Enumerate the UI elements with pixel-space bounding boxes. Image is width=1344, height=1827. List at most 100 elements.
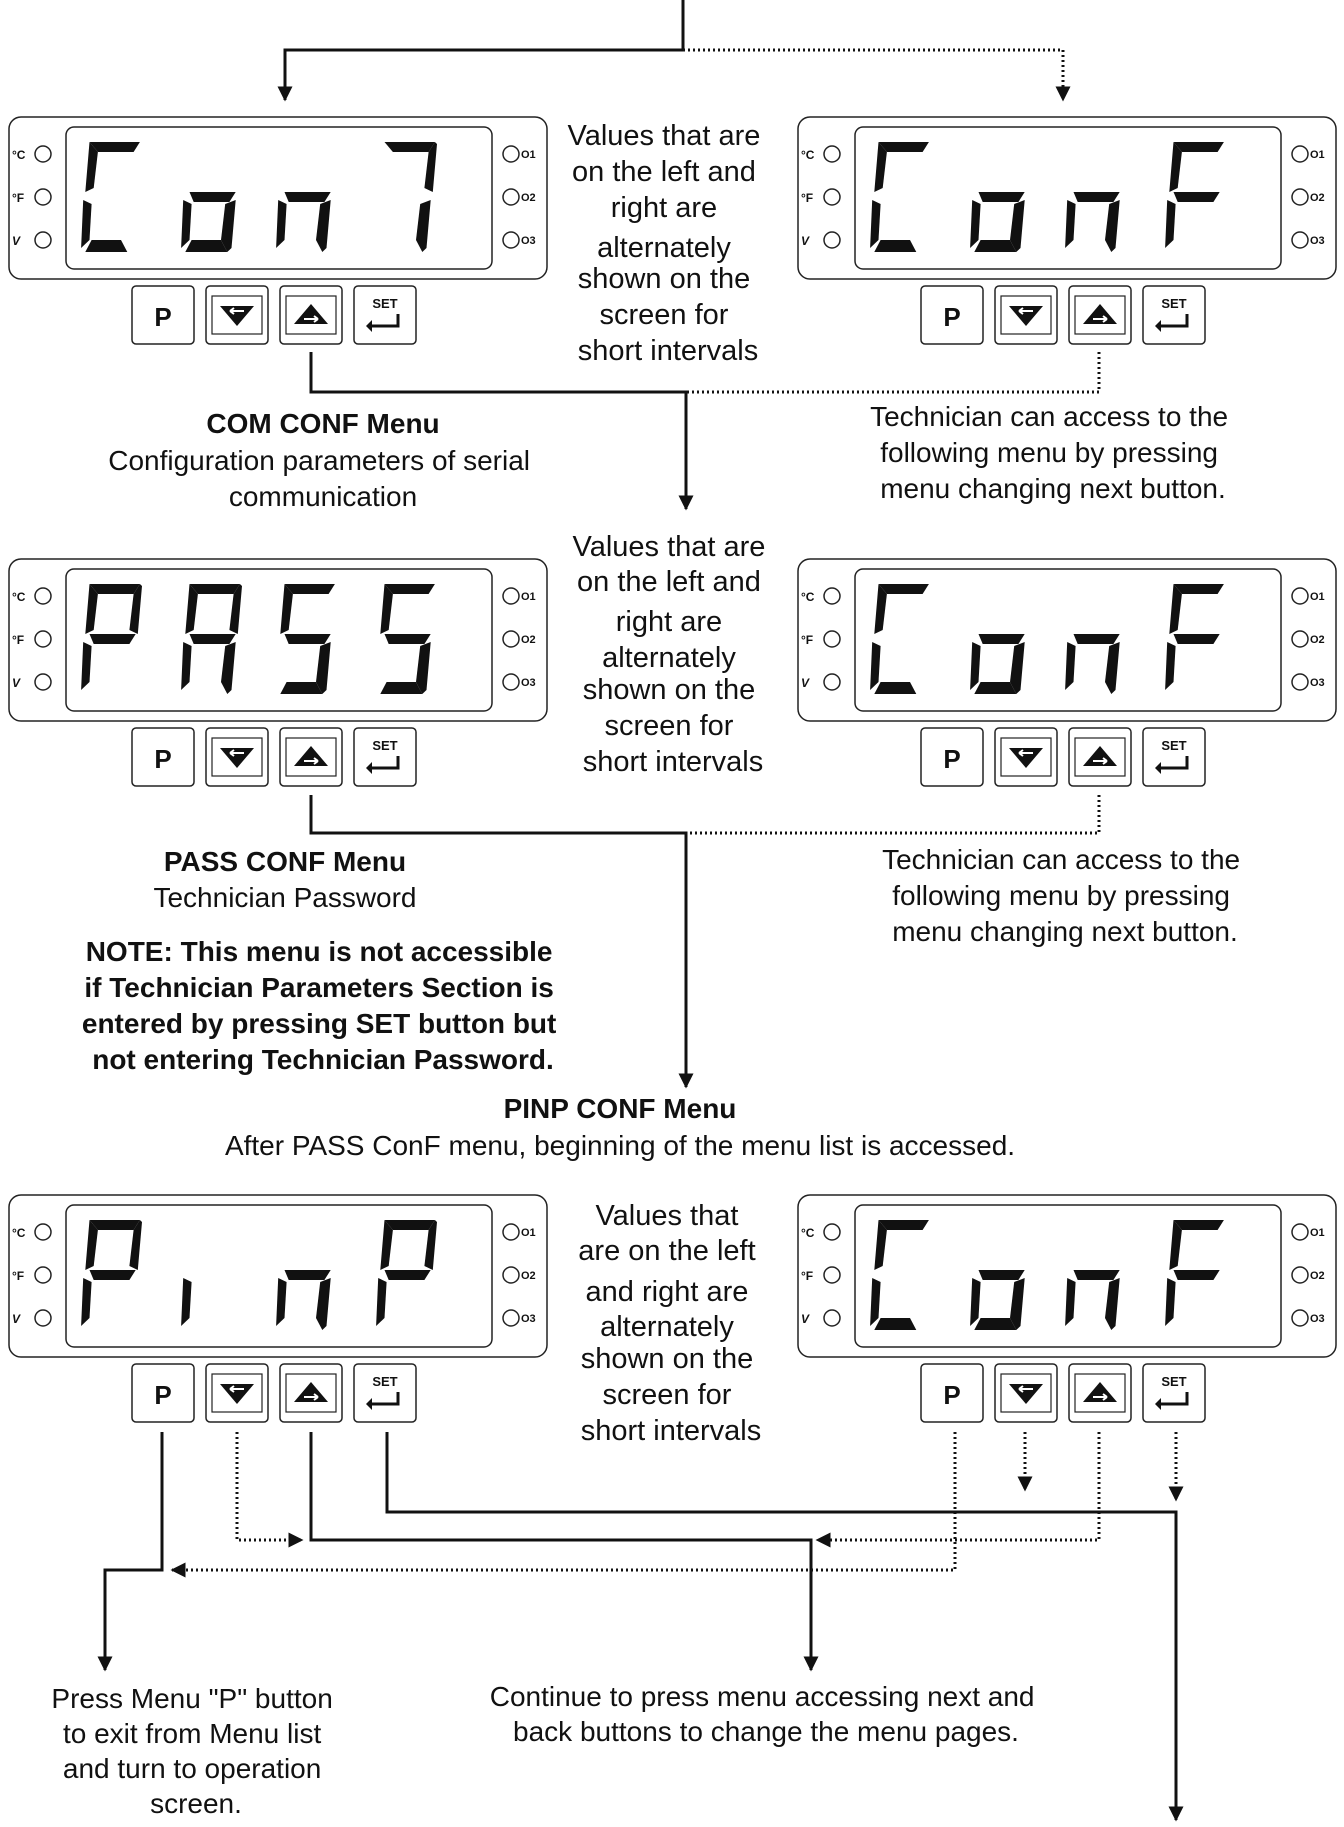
button-inner [1000, 737, 1052, 777]
down-button[interactable] [994, 285, 1058, 345]
up-button[interactable] [279, 727, 343, 787]
up-arrow-icon [1083, 746, 1117, 766]
digit-segment [1065, 200, 1076, 248]
display-digit [376, 1220, 437, 1326]
enter-arrowhead-icon [1155, 762, 1161, 774]
digit-segment [874, 240, 917, 252]
up-button[interactable] [1068, 727, 1132, 787]
next-arrow-icon [1093, 1393, 1108, 1401]
down-button[interactable] [205, 1363, 269, 1423]
unit-led [34, 1223, 52, 1241]
set-label: SET [1161, 1374, 1186, 1389]
down-button[interactable] [994, 727, 1058, 787]
display-digit [1065, 192, 1120, 252]
digit-segment [1073, 192, 1120, 202]
digit-segment [1165, 642, 1176, 690]
p-button[interactable]: P [920, 285, 984, 345]
digit-segment [89, 634, 136, 644]
display-digit [970, 1270, 1025, 1330]
digit-segment [380, 584, 393, 634]
down-button[interactable] [205, 285, 269, 345]
output-label: O2 [521, 192, 536, 204]
digit-segment [1010, 642, 1025, 694]
continue-note: Continue to press menu accessing next an… [490, 1681, 1043, 1747]
up-button[interactable] [279, 285, 343, 345]
set-button[interactable]: SET [1142, 1363, 1206, 1423]
down-button[interactable] [205, 727, 269, 787]
digit-segment [1173, 1220, 1224, 1230]
p-button[interactable]: P [920, 1363, 984, 1423]
up-button[interactable] [279, 1363, 343, 1423]
p-button[interactable]: P [131, 727, 195, 787]
set-button[interactable]: SET [353, 1363, 417, 1423]
display-digit [1165, 142, 1224, 248]
unit-label: V [801, 676, 810, 690]
digit-segment [380, 1220, 393, 1270]
up-arrow-icon [294, 746, 328, 766]
p-label: P [943, 744, 960, 774]
unit-label: °F [12, 633, 24, 647]
digit-segment [874, 1220, 887, 1270]
digit-segment [384, 142, 435, 152]
set-button[interactable]: SET [353, 285, 417, 345]
unit-label: °C [801, 590, 815, 604]
up-button[interactable] [1068, 285, 1132, 345]
button-inner [285, 1373, 337, 1413]
p-label: P [154, 302, 171, 332]
button-inner [1000, 295, 1052, 335]
digit-segment [870, 200, 881, 248]
connector-exit [97, 1432, 164, 1672]
display-digit [970, 192, 1025, 252]
unit-led [823, 587, 841, 605]
digit-segment [384, 1220, 435, 1230]
set-button[interactable]: SET [1142, 285, 1206, 345]
button-frame [131, 1363, 195, 1423]
connector-top-right-dotted [683, 48, 1071, 102]
digit-segment [1065, 642, 1076, 690]
unit-label: °C [801, 148, 815, 162]
digit-segment [89, 1220, 140, 1230]
connector-right-up-dotted [815, 1432, 1101, 1548]
next-arrow-icon [1093, 757, 1108, 765]
digit-segment [870, 1278, 881, 1326]
unit-label: V [801, 1312, 810, 1326]
up-button[interactable] [1068, 1363, 1132, 1423]
digit-segment [974, 682, 1017, 694]
digit-segment [85, 1220, 98, 1270]
digit-segment [81, 200, 92, 248]
output-led [1291, 1309, 1309, 1327]
display-digit [181, 1278, 192, 1326]
set-button[interactable]: SET [353, 727, 417, 787]
unit-label: V [801, 234, 810, 248]
set-button[interactable]: SET [1142, 727, 1206, 787]
digit-segment [276, 1278, 287, 1326]
digit-segment [384, 634, 431, 644]
output-label: O3 [521, 235, 536, 247]
unit-led [34, 231, 52, 249]
up-arrow-icon [1083, 304, 1117, 324]
p-button[interactable]: P [131, 285, 195, 345]
p-button[interactable]: P [920, 727, 984, 787]
unit-label: V [12, 234, 21, 248]
p-button[interactable]: P [131, 1363, 195, 1423]
enter-arrowhead-icon [1155, 1398, 1161, 1410]
button-inner [211, 295, 263, 335]
menu-title: COM CONF Menu [206, 408, 439, 439]
output-label: O3 [521, 1313, 536, 1325]
digit-segment [1173, 192, 1220, 202]
digit-segment [384, 584, 435, 594]
digit-segment [1169, 142, 1182, 192]
output-label: O3 [1310, 235, 1325, 247]
digit-segment [284, 584, 335, 594]
digit-segment [85, 584, 98, 634]
output-label: O3 [1310, 1313, 1325, 1325]
output-led [502, 1223, 520, 1241]
connector-lines [97, 0, 1184, 1822]
button-inner [285, 737, 337, 777]
down-button[interactable] [994, 1363, 1058, 1423]
output-label: O3 [1310, 677, 1325, 689]
digit-segment [1073, 634, 1120, 644]
